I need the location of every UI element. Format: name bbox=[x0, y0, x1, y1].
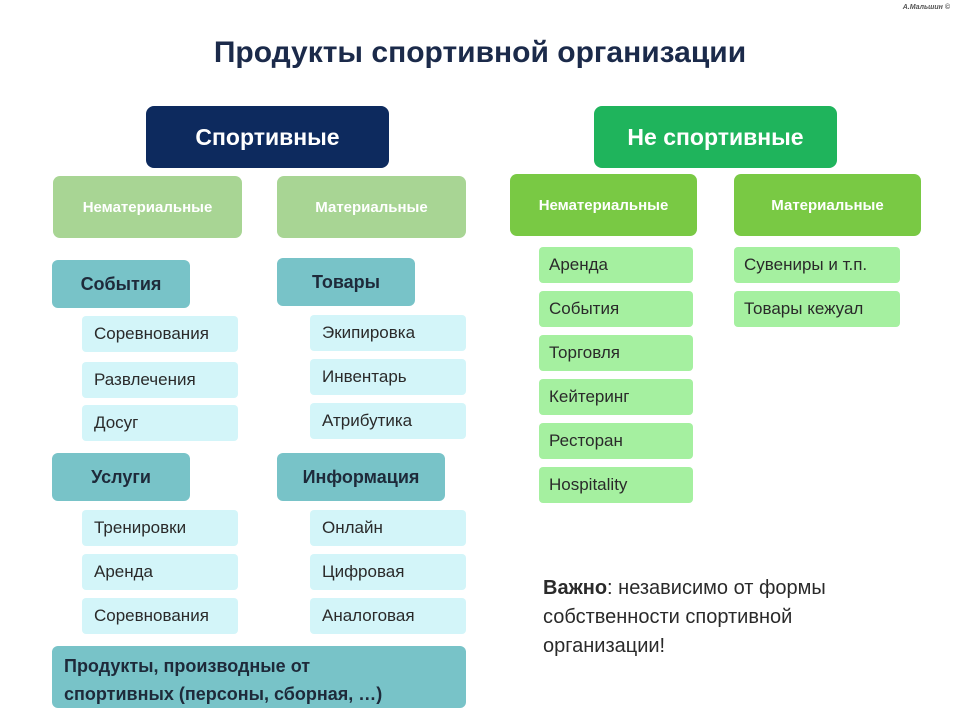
derived-products-line2: спортивных (персоны, сборная, …) bbox=[64, 684, 383, 704]
list-item: Аналоговая bbox=[310, 598, 466, 634]
sport-intangible-header: Нематериальные bbox=[53, 176, 242, 238]
list-item: Товары кежуал bbox=[734, 291, 900, 327]
derived-products-line1: Продукты, производные от bbox=[64, 656, 311, 676]
list-item: Сувениры и т.п. bbox=[734, 247, 900, 283]
list-item: Экипировка bbox=[310, 315, 466, 351]
list-item: Соревнования bbox=[82, 316, 238, 352]
list-item: Ресторан bbox=[539, 423, 693, 459]
list-item: Атрибутика bbox=[310, 403, 466, 439]
sport-header: Спортивные bbox=[146, 106, 389, 168]
category-goods: Товары bbox=[277, 258, 415, 306]
important-note-text: : независимо от формы собственности спор… bbox=[543, 577, 826, 657]
category-information: Информация bbox=[277, 453, 445, 501]
nonsport-header: Не спортивные bbox=[594, 106, 837, 168]
derived-products-box: Продукты, производные от спортивных (пер… bbox=[52, 646, 466, 708]
category-services: Услуги bbox=[52, 453, 190, 501]
page-title: Продукты спортивной организации bbox=[213, 36, 747, 69]
list-item: Инвентарь bbox=[310, 359, 466, 395]
list-item: Цифровая bbox=[310, 554, 466, 590]
important-note-label: Важно bbox=[543, 577, 608, 599]
list-item: Кейтеринг bbox=[539, 379, 693, 415]
list-item: Hospitality bbox=[539, 467, 693, 503]
list-item: Аренда bbox=[539, 247, 693, 283]
author-credit: А.Мальшин © bbox=[902, 4, 950, 11]
category-events: События bbox=[52, 260, 190, 308]
sport-tangible-header: Материальные bbox=[277, 176, 466, 238]
list-item: Торговля bbox=[539, 335, 693, 371]
important-note: Важно: независимо от формы собственности… bbox=[543, 574, 873, 661]
list-item: Тренировки bbox=[82, 510, 238, 546]
list-item: Аренда bbox=[82, 554, 238, 590]
list-item: Досуг bbox=[82, 405, 238, 441]
list-item: События bbox=[539, 291, 693, 327]
list-item: Соревнования bbox=[82, 598, 238, 634]
list-item: Развлечения bbox=[82, 362, 238, 398]
nonsport-intangible-header: Нематериальные bbox=[510, 174, 697, 236]
list-item: Онлайн bbox=[310, 510, 466, 546]
nonsport-tangible-header: Материальные bbox=[734, 174, 921, 236]
